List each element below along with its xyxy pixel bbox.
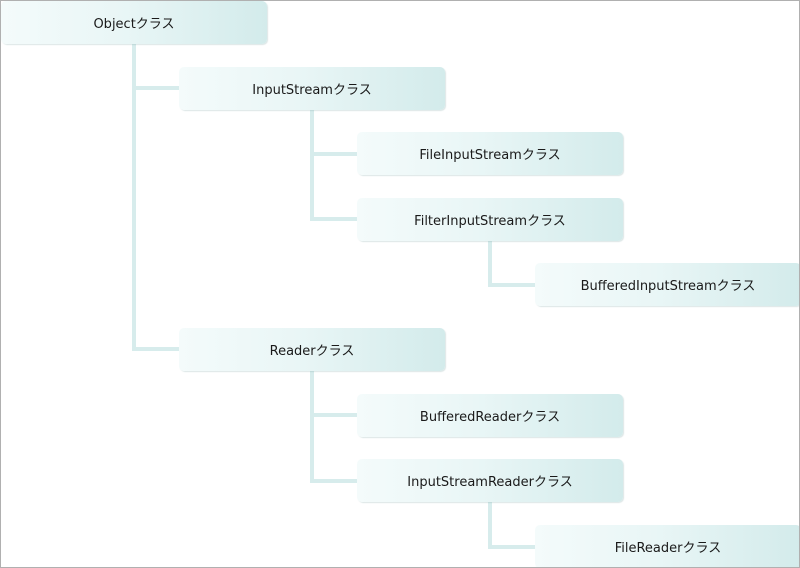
connector-filterinputstream-trunk bbox=[488, 240, 492, 286]
connector-inputstream-trunk bbox=[310, 109, 314, 220]
connector-object-trunk bbox=[132, 43, 136, 350]
node-bufferedinputstream: BufferedInputStreamクラス bbox=[535, 263, 799, 306]
connector-inputstreamreader-filereader bbox=[488, 545, 535, 549]
node-inputstream: InputStreamクラス bbox=[179, 67, 445, 110]
node-bufferedreader: BufferedReaderクラス bbox=[357, 394, 623, 437]
node-reader: Readerクラス bbox=[179, 328, 445, 371]
node-filterinputstream: FilterInputStreamクラス bbox=[357, 198, 623, 241]
connector-reader-trunk bbox=[310, 371, 314, 482]
connector-reader-inputstreamreader bbox=[310, 479, 357, 483]
node-object: Objectクラス bbox=[1, 1, 267, 44]
connector-inputstream-fileinputstream bbox=[310, 152, 357, 156]
node-inputstreamreader: InputStreamReaderクラス bbox=[357, 459, 623, 502]
node-filereader: FileReaderクラス bbox=[535, 525, 799, 567]
connector-object-reader bbox=[132, 347, 179, 351]
connector-inputstreamreader-trunk bbox=[488, 502, 492, 548]
connector-filterinputstream-bufferedinputstream bbox=[488, 283, 535, 287]
connector-reader-bufferedreader bbox=[310, 413, 357, 417]
connector-inputstream-filterinputstream bbox=[310, 217, 357, 221]
node-fileinputstream: FileInputStreamクラス bbox=[357, 132, 623, 175]
connector-object-inputstream bbox=[132, 86, 179, 90]
